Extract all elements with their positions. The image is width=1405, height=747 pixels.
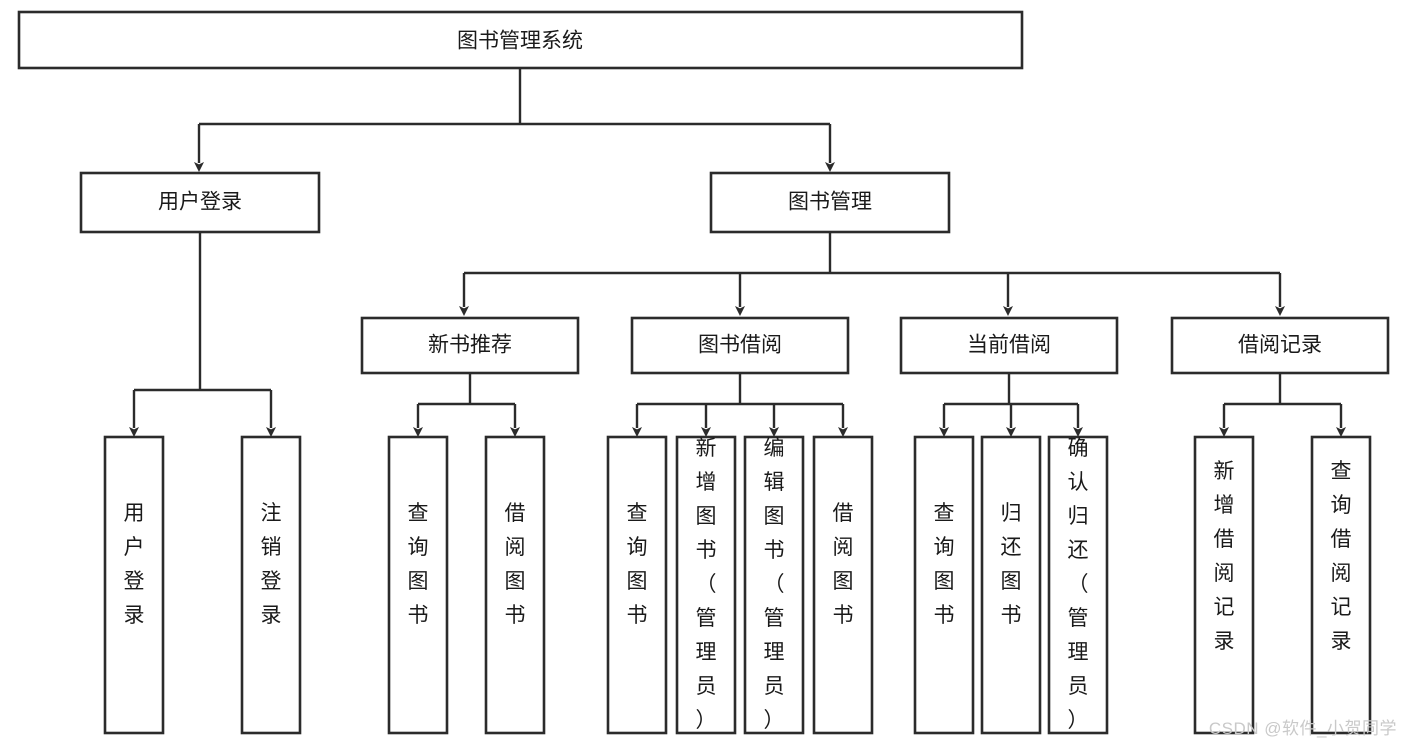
leaf-user-login-1[interactable]: 用户登录 [103,435,165,735]
leaf-borrow-record-1-label: 新增借阅记录 [1214,460,1235,653]
leaf-user-login-2-box[interactable] [240,435,302,735]
leaf-book-borrow-4[interactable]: 借阅图书 [812,435,874,735]
leaf-book-borrow-1[interactable]: 查询图书 [606,435,668,735]
leaf-book-borrow-3[interactable]: 编辑图书（管理员） [743,435,805,735]
leaf-current-borrow-3[interactable]: 确认归还（管理员） [1047,435,1109,735]
leaf-book-borrow-2-label: 新增图书（管理员） [696,437,717,732]
leaf-user-login-1-box[interactable] [103,435,165,735]
leaf-book-borrow-3-label: 编辑图书（管理员） [764,437,785,732]
node-new-book-recommend-box[interactable] [360,316,580,375]
leaf-new-book-1-label: 查询图书 [408,502,429,627]
node-book-borrow-box[interactable] [630,316,850,375]
node-user-login[interactable]: 用户登录 [79,171,321,234]
leaf-book-borrow-2-box[interactable] [675,435,737,735]
leaf-current-borrow-2[interactable]: 归还图书 [980,435,1042,735]
leaf-book-borrow-4-label: 借阅图书 [833,502,854,627]
leaf-current-borrow-2-box[interactable] [980,435,1042,735]
node-user-login-label: 用户登录 [158,191,242,214]
leaf-borrow-record-2[interactable]: 查询借阅记录 [1310,435,1372,735]
leaf-borrow-record-1[interactable]: 新增借阅记录 [1193,435,1255,735]
leaf-new-book-2[interactable]: 借阅图书 [484,435,546,735]
leaf-new-book-1[interactable]: 查询图书 [387,435,449,735]
leaf-current-borrow-2-label: 归还图书 [1001,502,1022,627]
node-borrow-record-label: 借阅记录 [1238,334,1322,357]
node-root-system-box[interactable] [17,10,1024,70]
node-root-system[interactable]: 图书管理系统 [17,10,1024,70]
node-borrow-record[interactable]: 借阅记录 [1170,316,1390,375]
node-current-borrow-box[interactable] [899,316,1119,375]
leaf-current-borrow-1[interactable]: 查询图书 [913,435,975,735]
node-new-book-recommend-label: 新书推荐 [428,334,512,357]
node-current-borrow-label: 当前借阅 [967,334,1051,357]
leaf-book-borrow-1-label: 查询图书 [627,502,648,627]
node-book-management[interactable]: 图书管理 [709,171,951,234]
leaf-current-borrow-3-label: 确认归还（管理员） [1068,437,1089,732]
leaf-current-borrow-1-label: 查询图书 [934,502,955,627]
leaf-new-book-1-box[interactable] [387,435,449,735]
node-book-borrow[interactable]: 图书借阅 [630,316,850,375]
leaf-new-book-2-box[interactable] [484,435,546,735]
leaf-borrow-record-2-label: 查询借阅记录 [1331,460,1352,653]
node-book-borrow-label: 图书借阅 [698,334,782,357]
node-borrow-record-box[interactable] [1170,316,1390,375]
leaf-user-login-1-label: 用户登录 [124,502,145,627]
node-book-management-label: 图书管理 [788,191,872,214]
leaf-user-login-2-label: 注销登录 [261,502,282,627]
leaf-book-borrow-3-box[interactable] [743,435,805,735]
leaf-new-book-2-label: 借阅图书 [505,502,526,627]
leaf-user-login-2[interactable]: 注销登录 [240,435,302,735]
leaf-book-borrow-1-box[interactable] [606,435,668,735]
leaf-borrow-record-1-box[interactable] [1193,435,1255,735]
leaf-borrow-record-2-box[interactable] [1310,435,1372,735]
node-new-book-recommend[interactable]: 新书推荐 [360,316,580,375]
node-current-borrow[interactable]: 当前借阅 [899,316,1119,375]
node-book-management-box[interactable] [709,171,951,234]
leaf-book-borrow-4-box[interactable] [812,435,874,735]
node-root-system-label: 图书管理系统 [457,30,583,53]
leaf-current-borrow-1-box[interactable] [913,435,975,735]
leaf-current-borrow-3-box[interactable] [1047,435,1109,735]
leaf-book-borrow-2[interactable]: 新增图书（管理员） [675,435,737,735]
